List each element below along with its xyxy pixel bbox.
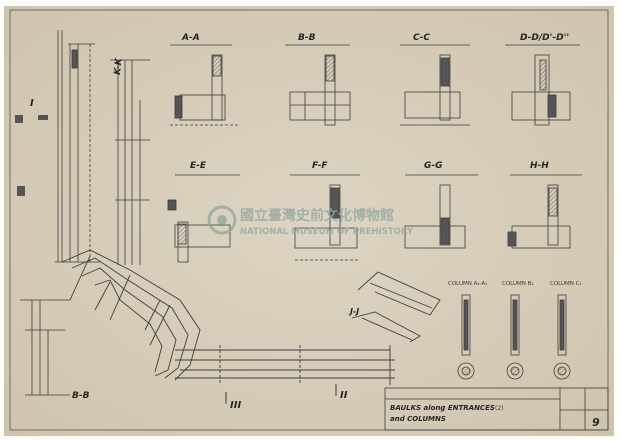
small-block (17, 186, 25, 196)
section-label-hh: H-H (530, 161, 549, 171)
section-hh-drawing (507, 174, 582, 249)
diagonal-beam-plan (61, 249, 201, 381)
paper-sheet (4, 6, 614, 436)
watermark-english: NATIONAL MUSEUM OF PREHISTORY (240, 227, 414, 237)
title-line-2: and COLUMNS (390, 415, 446, 423)
roman-mark-ii: II (340, 390, 348, 401)
section-label-cc: C-C (413, 33, 430, 43)
small-block (38, 115, 48, 120)
detail-bb-bottom (20, 299, 70, 396)
museum-logo-icon (207, 205, 237, 235)
section-ee-drawing (167, 174, 240, 263)
roman-mark-iii: III (230, 400, 241, 411)
section-label-kk: K-K (113, 57, 124, 75)
museum-watermark: 國立臺灣史前文化博物館 NATIONAL MUSEUM OF PREHISTOR… (207, 205, 414, 237)
section-label-ff: F-F (312, 161, 328, 171)
section-label-ee: E-E (190, 161, 207, 171)
title-line-1: BAULKS along ENTRANCES (390, 404, 495, 412)
section-label-gg: G-G (424, 161, 443, 171)
column-label-c: COLUMN C₁ (550, 281, 582, 287)
sheet-number: 9 (592, 416, 600, 429)
section-kk-wall (110, 59, 150, 265)
section-gg-drawing (404, 174, 478, 249)
section-aa-drawing (170, 44, 240, 126)
section-label-bb-bottom: B-B (72, 391, 90, 401)
border-frame (9, 9, 609, 431)
section-cc-drawing (400, 44, 470, 126)
column-c-detail (553, 294, 571, 380)
section-label-bb: B-B (298, 33, 316, 43)
section-dd-drawing (505, 44, 580, 126)
watermark-chinese: 國立臺灣史前文化博物館 (240, 207, 394, 224)
detail-jj (351, 271, 441, 343)
section-label-aa: A-A (181, 33, 200, 43)
title-line-1-suffix: (2) (495, 405, 504, 412)
section-label-dd: D-D/D'-D'' (520, 33, 569, 43)
horizontal-beam-plan (175, 345, 395, 385)
column-b-detail (506, 294, 524, 380)
section-label-jj: J-J (348, 307, 359, 316)
museum-logo-core (217, 215, 227, 225)
column-a-detail (457, 294, 475, 380)
column-label-a: COLUMN A₁-A₁ (448, 281, 487, 287)
roman-mark-i: I (30, 98, 34, 109)
small-block (15, 115, 23, 123)
column-label-b: COLUMN B₁ (502, 281, 534, 287)
section-bb-drawing (285, 44, 351, 126)
section-ff-drawing (290, 174, 360, 261)
title-block (384, 387, 609, 431)
